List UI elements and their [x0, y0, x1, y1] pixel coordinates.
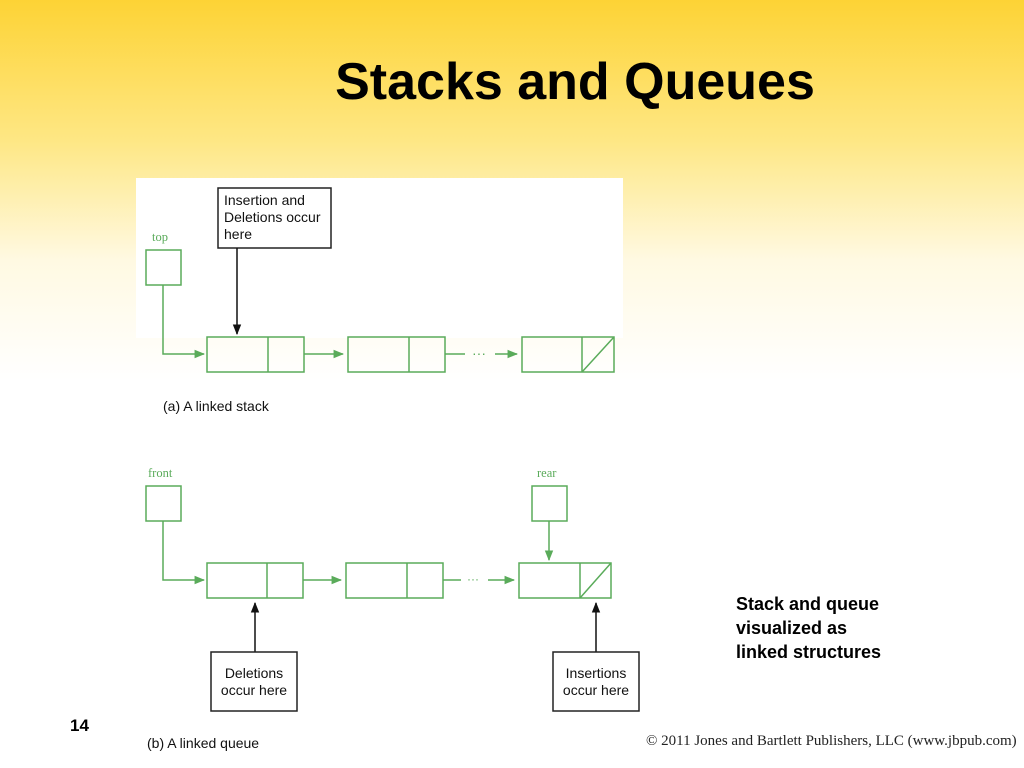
top-pointer-box: [145, 249, 182, 286]
deletions-callout-line-1: Deletions: [225, 665, 283, 681]
deletions-callout-box: [210, 651, 298, 712]
stack-callout-line-2: Deletions occur: [224, 209, 321, 225]
queue-ellipsis: ···: [467, 572, 479, 586]
queue-caption: (b) A linked queue: [147, 735, 259, 751]
stack-null-slash: [581, 336, 615, 373]
front-pointer-label: front: [148, 466, 173, 480]
deletions-callout: Deletions occur here: [210, 601, 298, 712]
stack-ellipsis: ···: [472, 345, 486, 361]
stack-node-1: [206, 336, 305, 373]
insertions-callout: Insertions occur here: [552, 601, 640, 712]
stack-figure-panel: [136, 178, 623, 338]
queue-diagram: front rear ··· Deletions occur here: [145, 466, 640, 751]
side-note-line-3: linked structures: [736, 642, 882, 662]
rear-pointer-label: rear: [537, 466, 557, 480]
insertions-callout-line-2: occur here: [563, 682, 629, 698]
queue-node-1: [206, 562, 304, 599]
front-pointer-arrow: [162, 521, 206, 585]
slide-number: 14: [70, 716, 89, 735]
stack-node-last: [521, 336, 615, 373]
front-pointer-box: [145, 485, 182, 522]
side-note-line-2: visualized as: [736, 618, 848, 638]
stack-diagram: top Insertion and Deletions occur here ·…: [145, 187, 615, 414]
stack-callout: Insertion and Deletions occur here: [217, 187, 332, 336]
stack-caption: (a) A linked stack: [163, 398, 270, 414]
side-note: Stack and queue visualized as linked str…: [736, 592, 936, 664]
top-pointer-label: top: [152, 230, 168, 244]
queue-node-last: [518, 562, 612, 599]
stack-callout-line-1: Insertion and: [224, 192, 305, 208]
deletions-callout-line-2: occur here: [221, 682, 287, 698]
rear-pointer-box: [531, 485, 568, 522]
insertions-callout-box: [552, 651, 640, 712]
queue-node-2: [345, 562, 444, 599]
queue-null-slash: [579, 562, 612, 599]
insertions-callout-line-1: Insertions: [566, 665, 627, 681]
stack-callout-line-3: here: [224, 226, 252, 242]
copyright-notice: © 2011 Jones and Bartlett Publishers, LL…: [646, 733, 1017, 749]
stack-node-2: [347, 336, 446, 373]
side-note-line-1: Stack and queue: [736, 594, 880, 614]
top-pointer-arrow: [162, 285, 206, 359]
slide-title: Stacks and Queues: [335, 53, 815, 111]
stack-callout-box: [217, 187, 332, 249]
